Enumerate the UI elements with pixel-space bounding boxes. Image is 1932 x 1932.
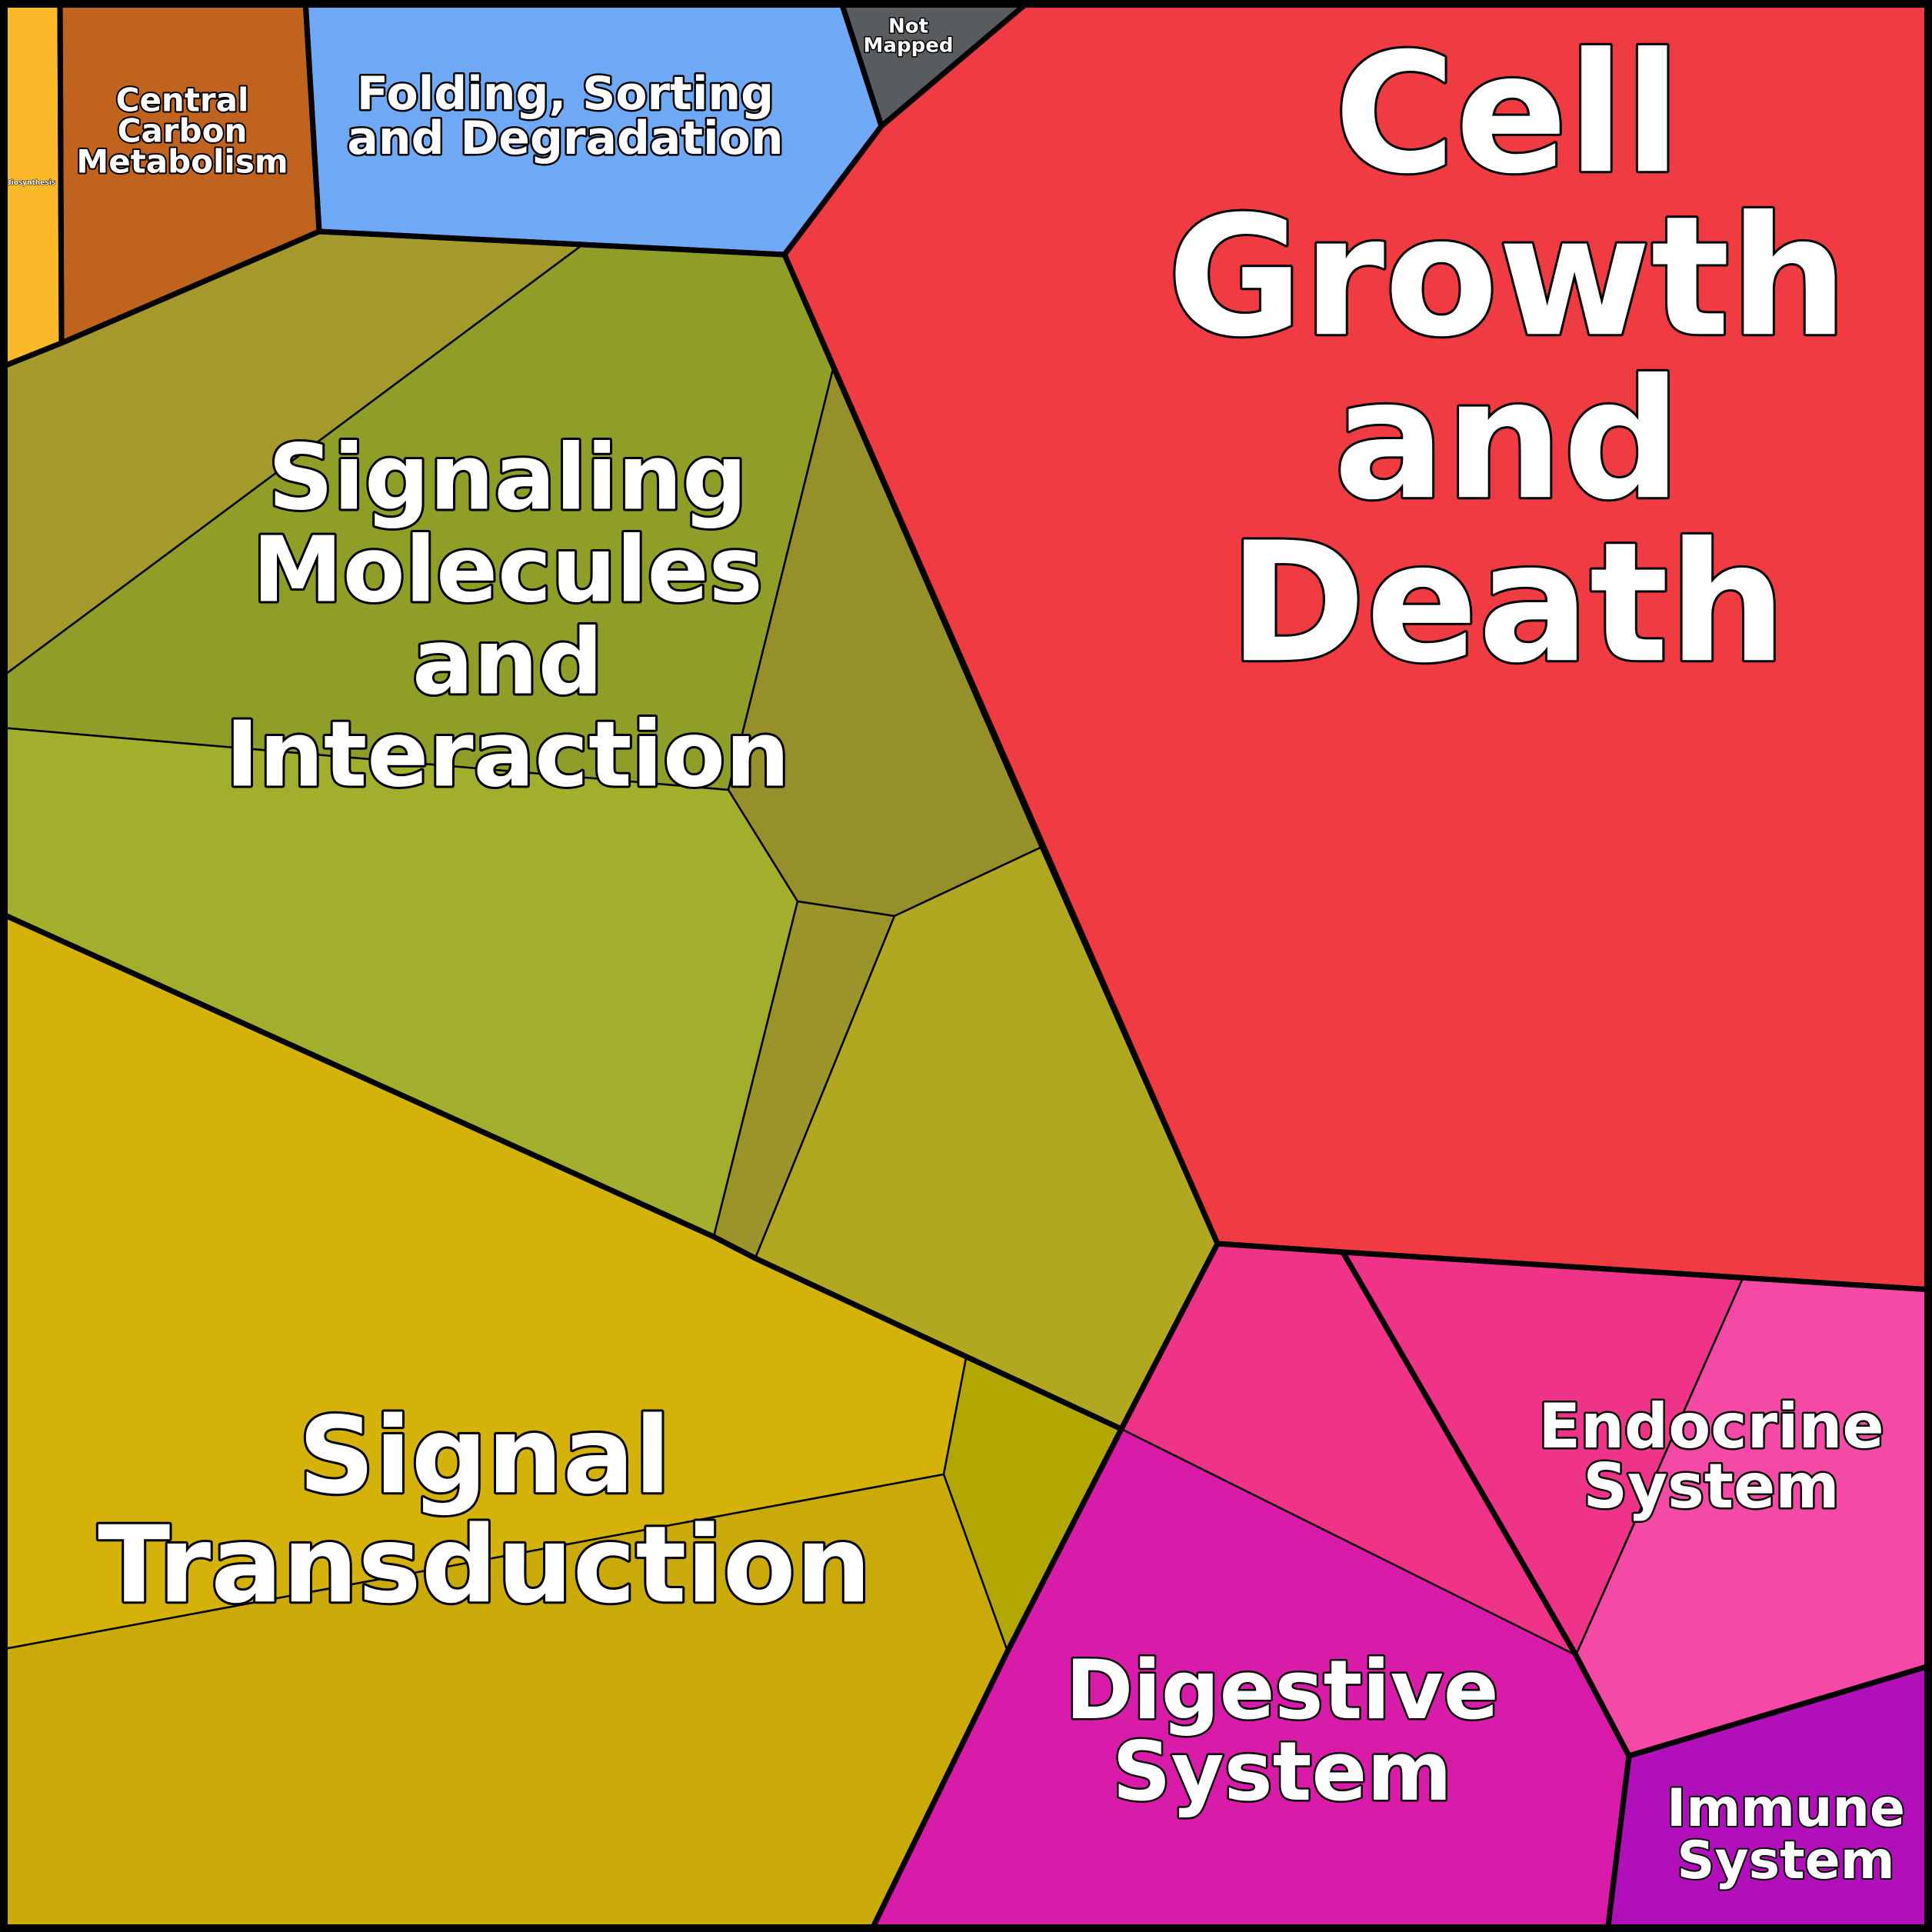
cell-digestive-system — [871, 1244, 1629, 1932]
label-biosynthesis: Biosynthesis — [6, 179, 55, 187]
cell-cell-growth-and-death — [784, 0, 1932, 1290]
border-immune-system — [1604, 1662, 1932, 1932]
cell-biosynthesis — [0, 0, 62, 368]
cell-folding-sorting-and-degradation — [305, 0, 881, 255]
cell-immune-system — [1607, 1665, 1932, 1932]
cell-not-mapped — [841, 0, 1031, 126]
